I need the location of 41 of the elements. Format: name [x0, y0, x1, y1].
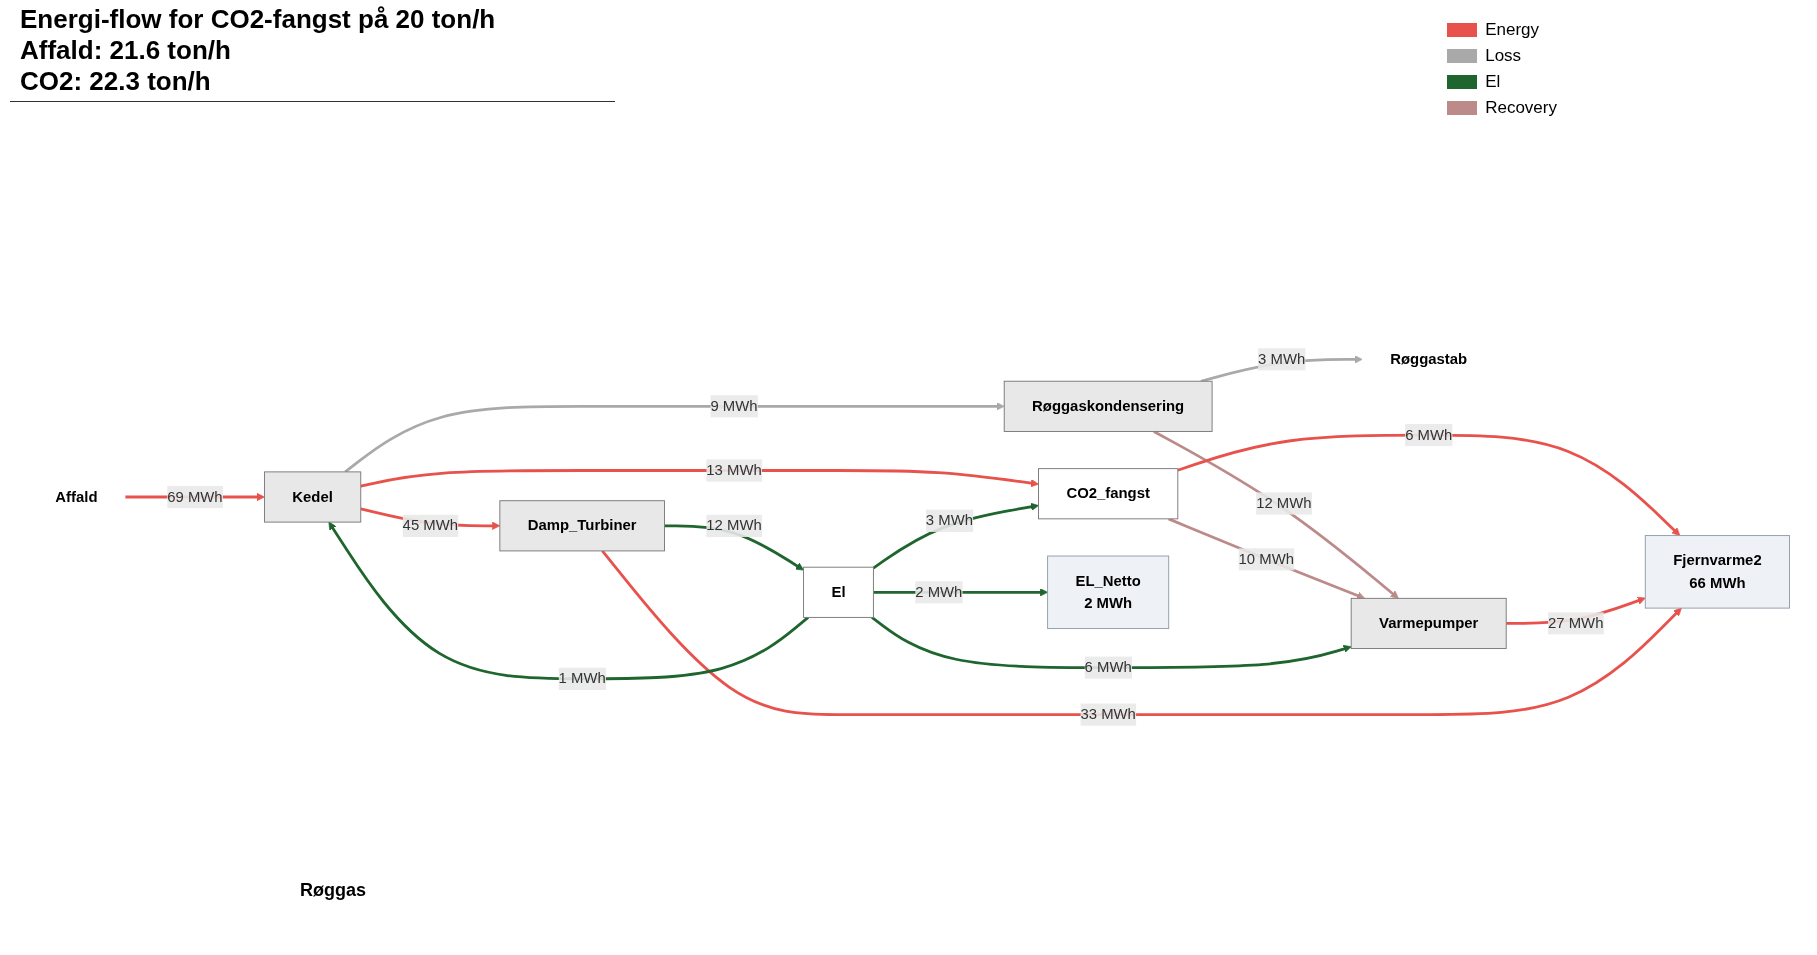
legend-label: Energy: [1485, 20, 1540, 40]
edge-label: 6 MWh: [1405, 426, 1453, 443]
flow-name: Røggas: [300, 880, 366, 901]
edge-label: 1 MWh: [558, 670, 606, 687]
arrow: [1177, 433, 1681, 536]
edge-label: 12 MWh: [706, 517, 762, 534]
edge-label: 10 MWh: [1238, 551, 1294, 567]
edge-label: 12 MWh: [1256, 495, 1312, 511]
title: Energi-flow for CO2-fangst på 20 ton/h: [20, 4, 496, 35]
subtitle: Affald: 21.6 ton/h: [20, 35, 232, 66]
edge-label: 69 MWh: [167, 488, 223, 505]
node-box: Varmepumper: [1350, 597, 1507, 649]
subtitle: CO2: 22.3 ton/h: [20, 66, 212, 97]
arrow: [1153, 430, 1399, 599]
edge-label: 33 MWh: [1080, 706, 1136, 723]
node-box: Damp_Turbiner: [499, 500, 665, 552]
arrow: [344, 402, 1005, 473]
node-box: Fjernvarme2 66 MWh: [1644, 535, 1791, 609]
edge-label: 45 MWh: [402, 517, 458, 534]
node-box: EL_Netto 2 MWh: [1047, 555, 1170, 630]
arrow: [601, 550, 1682, 716]
node-text: Affald: [55, 488, 98, 505]
node-text: Røggastab: [1390, 351, 1468, 367]
arrow: [872, 502, 1039, 570]
arrow: [360, 469, 1039, 488]
edge-label: 3 MWh: [1258, 351, 1306, 367]
edge-label: 27 MWh: [1548, 615, 1604, 631]
edge-label: 3 MWh: [925, 512, 973, 529]
legend-label: Recovery: [1485, 98, 1557, 118]
node-box: Røggaskondensering: [1003, 380, 1213, 432]
node-box: El: [803, 566, 874, 618]
node-box: Kedel: [264, 471, 362, 523]
arrow: [871, 616, 1352, 669]
edge-label: 6 MWh: [1084, 659, 1132, 676]
legend-label: Loss: [1485, 46, 1522, 66]
edge-label: 2 MWh: [915, 583, 963, 600]
node-box: CO2_fangst: [1038, 468, 1179, 520]
arrow: [1168, 517, 1365, 600]
legend-label: El: [1485, 72, 1501, 92]
edge-label: 9 MWh: [710, 397, 758, 414]
edge-label: 13 MWh: [706, 462, 762, 478]
